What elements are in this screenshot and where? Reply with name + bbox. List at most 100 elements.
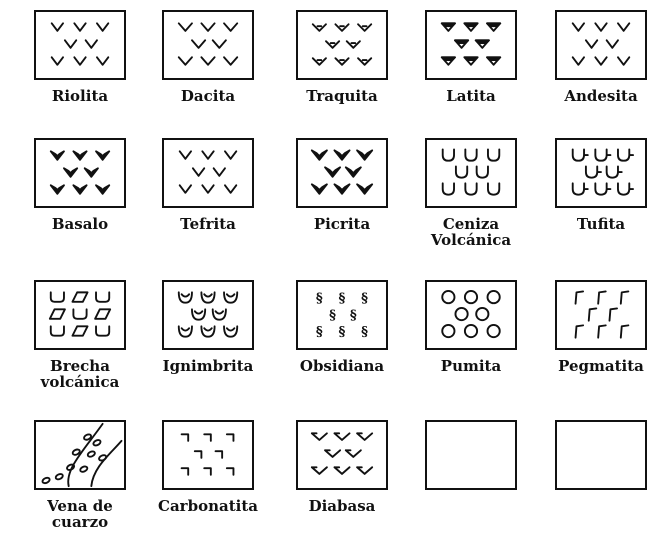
v-dot-glyph-icon: [358, 24, 371, 31]
v-filled-glyph-icon: [51, 185, 64, 193]
v-filled-glyph-icon: [64, 168, 77, 176]
vein-icon: [36, 422, 124, 488]
v-small-glyph-icon: [180, 185, 191, 193]
v-small-glyph-icon: [74, 23, 85, 31]
parallelogram-glyph-icon: [72, 326, 87, 335]
v-small-glyph-icon: [65, 40, 76, 48]
circle-glyph-icon: [488, 291, 500, 303]
u-cup-glyph-icon: [224, 292, 237, 302]
hook-glyph-icon: [621, 291, 629, 303]
quartz-fragment-icon: [55, 473, 64, 480]
v-bold-glyph-icon: [312, 150, 327, 159]
symbol-box-riolita: [34, 10, 126, 80]
symbol-box-latita: [425, 10, 517, 80]
hook-glyph-icon: [598, 325, 606, 337]
label-riolita: Riolita: [25, 88, 135, 104]
section-sign-glyph-icon: §: [361, 325, 368, 340]
u-parallelogram-glyph-icon: [96, 326, 109, 335]
v-small-glyph-icon: [586, 40, 597, 48]
v-wing-glyph-icon: [334, 467, 349, 474]
v-heavy-glyph-icon: [224, 57, 237, 65]
hook-down-icon: [164, 422, 252, 488]
u-parallelogram-glyph-icon: [96, 292, 109, 301]
v-bold-glyph-icon: [334, 184, 349, 193]
v-small-icon: [36, 12, 124, 78]
section-sign-icon: §§§§§§§§: [298, 282, 386, 348]
v-small-icon: [164, 140, 252, 206]
symbol-box-basalo: [34, 138, 126, 208]
hook-down-glyph-icon: [204, 468, 211, 475]
v-small-glyph-icon: [607, 40, 618, 48]
circle-glyph-icon: [455, 308, 467, 320]
u-dash-glyph-icon: [573, 149, 588, 160]
u-dash-glyph-icon: [573, 183, 588, 194]
v-small-glyph-icon: [193, 168, 204, 176]
circle-glyph-icon: [442, 325, 454, 337]
u-cup-glyph-icon: [179, 326, 192, 336]
label-carbonatita: Carbonatita: [153, 498, 263, 514]
symbol-box-diabasa: [296, 420, 388, 490]
v-wing-icon: [298, 422, 386, 488]
symbol-box-pumita: [425, 280, 517, 350]
quartz-fragment-icon: [66, 464, 75, 471]
label-diabasa: Diabasa: [287, 498, 397, 514]
label-tufita: Tufita: [546, 216, 648, 232]
v-heavy-glyph-icon: [213, 40, 226, 48]
v-dot-glyph-icon: [326, 41, 339, 48]
label-tefrita: Tefrita: [153, 216, 263, 232]
quartz-fragment-icon: [93, 439, 102, 446]
u-parallelogram-glyph-icon: [51, 292, 64, 301]
section-sign-glyph-icon: §: [350, 308, 357, 323]
v-bold-icon: [298, 140, 386, 206]
symbol-box-vena: [34, 420, 126, 490]
u-dash-glyph-icon: [618, 183, 633, 194]
symbol-box-carbonatita: [162, 420, 254, 490]
v-filled-icon: [36, 140, 124, 206]
label-ignimbrita: Ignimbrita: [153, 358, 263, 374]
section-sign-glyph-icon: §: [316, 291, 323, 306]
u-cup-glyph-icon: [201, 292, 214, 302]
symbol-box-blank1: [425, 420, 517, 490]
u-dash-glyph-icon: [595, 183, 610, 194]
u-shape-glyph-icon: [465, 183, 476, 194]
u-dash-glyph-icon: [618, 149, 633, 160]
symbol-box-traquita: [296, 10, 388, 80]
quartz-fragment-icon: [98, 454, 107, 461]
u-cup-icon: [164, 282, 252, 348]
v-heavy-glyph-icon: [192, 40, 205, 48]
u-dash-icon: [557, 140, 645, 206]
circle-glyph-icon: [465, 291, 477, 303]
label-pumita: Pumita: [416, 358, 526, 374]
symbol-box-ceniza: [425, 138, 517, 208]
symbol-box-obsidiana: §§§§§§§§: [296, 280, 388, 350]
v-heavy-glyph-icon: [179, 23, 192, 31]
v-small-glyph-icon: [97, 23, 108, 31]
symbol-box-blank2: [555, 420, 647, 490]
label-andesita: Andesita: [546, 88, 648, 104]
v-filled-glyph-icon: [96, 151, 109, 159]
label-picrita: Picrita: [287, 216, 397, 232]
v-wing-glyph-icon: [325, 450, 340, 457]
hook-down-glyph-icon: [195, 451, 202, 458]
empty-icon: [427, 422, 515, 488]
v-filled-glyph-icon: [85, 168, 98, 176]
label-latita: Latita: [416, 88, 526, 104]
quartz-fragment-icon: [79, 465, 88, 472]
u-shape-glyph-icon: [443, 183, 454, 194]
v-small-glyph-icon: [573, 23, 584, 31]
v-wing-glyph-icon: [357, 467, 372, 474]
symbol-box-dacita: [162, 10, 254, 80]
v-dot-glyph-icon: [347, 41, 360, 48]
v-bold-glyph-icon: [346, 167, 361, 176]
hook-glyph-icon: [576, 325, 584, 337]
v-small-glyph-icon: [214, 168, 225, 176]
label-vena: Vena de cuarzo: [25, 498, 135, 530]
circle-icon: [427, 282, 515, 348]
empty-icon: [557, 422, 645, 488]
u-shape-glyph-icon: [488, 149, 499, 160]
u-shape-glyph-icon: [443, 149, 454, 160]
parallelogram-glyph-icon: [72, 292, 87, 301]
v-heavy-icon: [164, 12, 252, 78]
quartz-fragment-icon: [42, 477, 51, 484]
v-bold-glyph-icon: [325, 167, 340, 176]
